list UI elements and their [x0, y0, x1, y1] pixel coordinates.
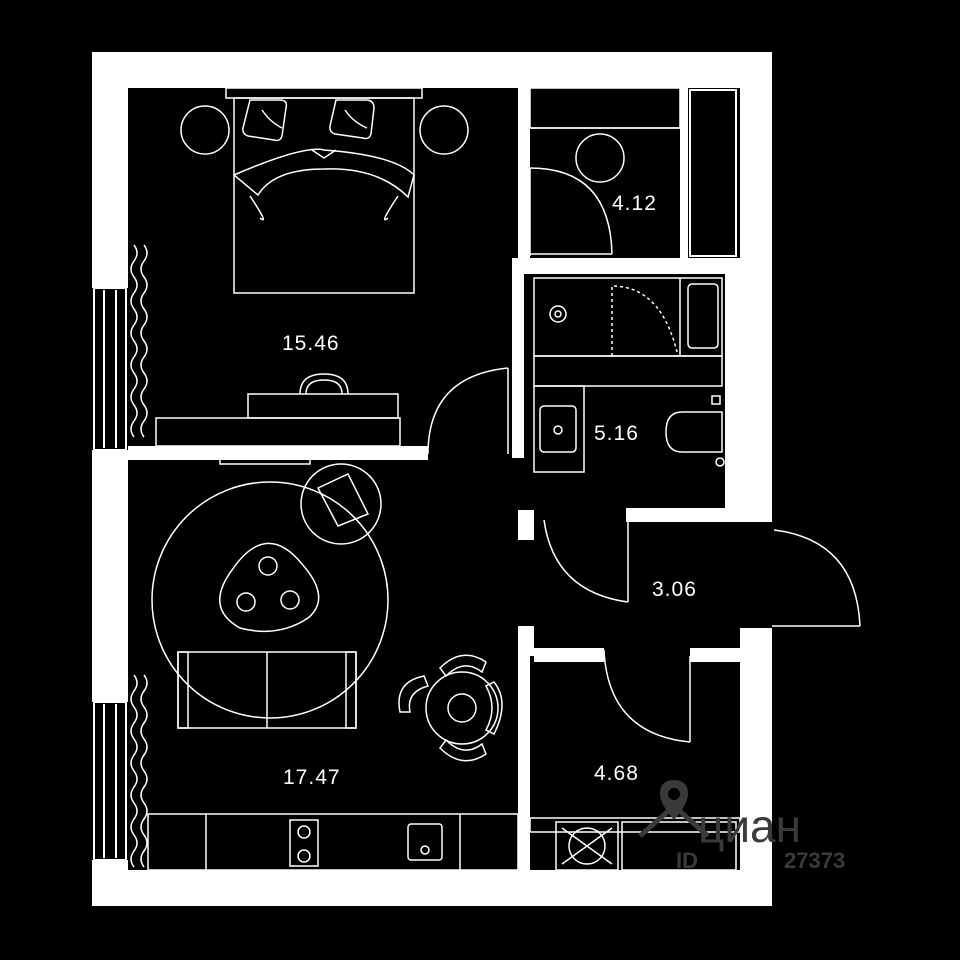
room-labels: 15.46 4.12 5.16 3.06 17.47 4.68	[282, 192, 697, 789]
watermark-id-prefix: ID	[676, 848, 698, 873]
bathroom-fixtures	[533, 277, 725, 473]
kitchen	[147, 813, 519, 871]
watermark: циан ID 27373	[638, 780, 845, 873]
room-area-living: 17.47	[283, 766, 341, 789]
walls	[92, 52, 772, 906]
room-area-wardrobe: 4.12	[612, 192, 657, 215]
windows	[93, 89, 737, 861]
room-area-bathroom: 5.16	[594, 422, 639, 445]
desk	[155, 373, 401, 447]
room-area-hall: 3.06	[652, 578, 697, 601]
room-area-bedroom: 15.46	[282, 332, 340, 355]
watermark-id-suffix: 27373	[784, 848, 845, 873]
watermark-brand: циан	[698, 800, 801, 852]
bed	[180, 87, 469, 294]
living-furniture	[151, 457, 503, 762]
room-area-storage: 4.68	[594, 762, 639, 785]
storage-fixtures	[529, 817, 741, 871]
doors	[427, 167, 861, 743]
curtains	[130, 244, 148, 868]
wardrobe	[529, 87, 681, 183]
